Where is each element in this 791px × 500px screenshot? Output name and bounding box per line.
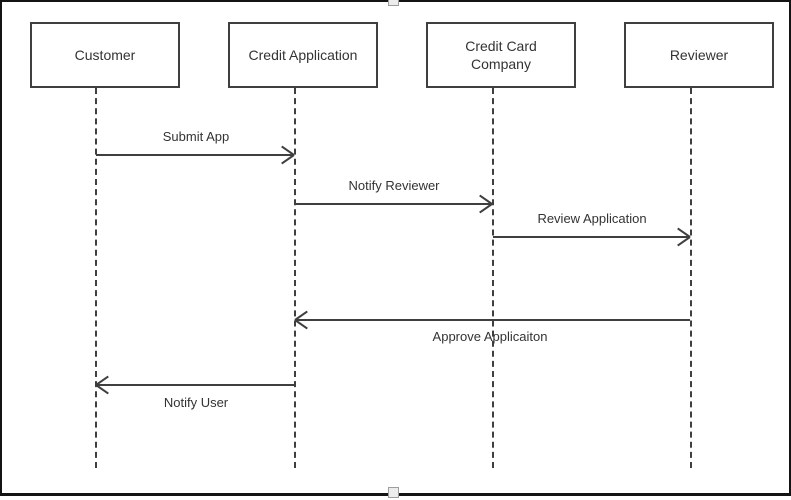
lifeline-credit-application: [294, 88, 296, 468]
message-label-notify-reviewer: Notify Reviewer: [348, 178, 440, 193]
message-arrow-notify-reviewer: [295, 203, 492, 205]
actor-label-customer: Customer: [74, 46, 136, 63]
actor-box-customer: Customer: [30, 22, 180, 88]
actor-box-credit-card-company: Credit Card Company: [426, 22, 576, 88]
actor-label-reviewer: Reviewer: [669, 46, 729, 63]
message-arrow-notify-user: [96, 384, 294, 386]
resize-handle-bottom[interactable]: [388, 487, 399, 498]
message-label-approve-application: Approve Applicaiton: [432, 329, 548, 344]
actor-label-credit-card-company: Credit Card Company: [465, 37, 537, 72]
actor-label-credit-application: Credit Application: [248, 46, 358, 63]
message-label-review-application: Review Application: [537, 211, 647, 226]
message-arrow-submit-app: [96, 154, 294, 156]
message-label-submit-app: Submit App: [162, 129, 230, 144]
actor-box-credit-application: Credit Application: [228, 22, 378, 88]
message-arrow-approve-application: [295, 319, 690, 321]
lifeline-reviewer: [690, 88, 692, 468]
resize-handle-top[interactable]: [388, 0, 399, 6]
lifeline-customer: [95, 88, 97, 468]
message-label-notify-user: Notify User: [163, 395, 229, 410]
lifeline-credit-card-company: [492, 88, 494, 468]
actor-box-reviewer: Reviewer: [624, 22, 774, 88]
message-arrow-review-application: [493, 236, 690, 238]
